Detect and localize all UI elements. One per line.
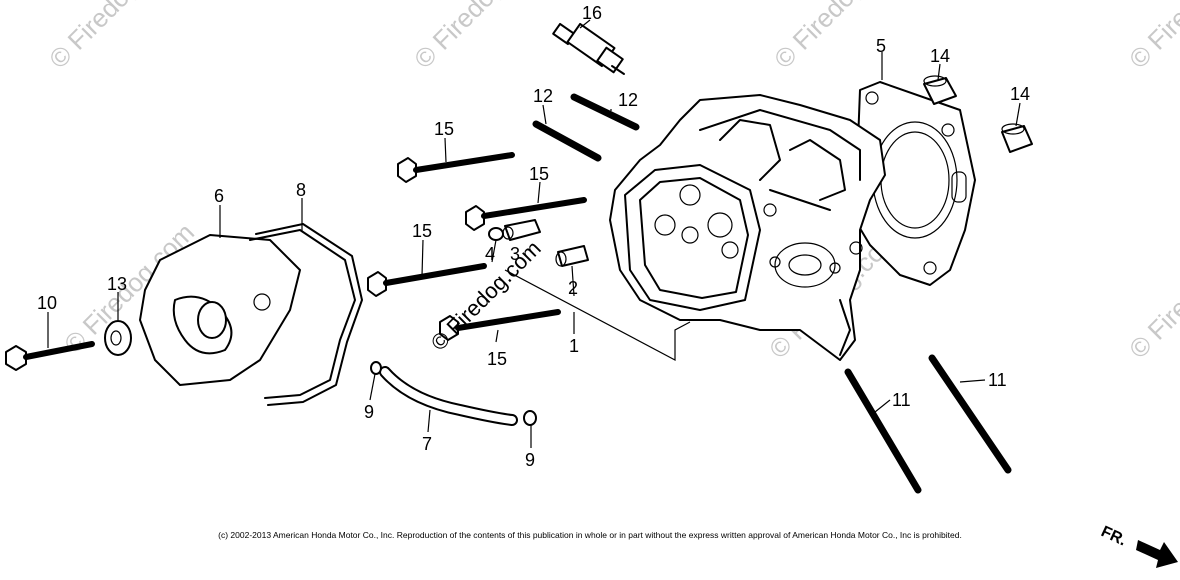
studs-12 [532,93,640,162]
callout-11: 11 [988,370,1007,390]
callout-14: 14 [1010,84,1030,104]
callout-2: 2 [568,278,578,298]
washer [104,320,132,356]
callout-4: 4 [485,244,495,264]
callout-15: 15 [529,164,549,184]
head-gasket [854,81,976,286]
callout-14: 14 [930,46,950,66]
cover-bolt [5,341,95,371]
callouts: 16 5 14 14 12 12 15 15 15 15 6 8 4 3 2 1… [37,3,1030,470]
breather-tube [370,361,537,426]
callout-11: 11 [892,390,911,410]
studs-11 [844,354,1012,494]
leader-lines [47,19,1021,448]
callout-5: 5 [876,36,886,56]
valve-cover [139,234,301,386]
watermark: © Firedog.com [43,0,185,74]
copyright-notice: (c) 2002-2013 American Honda Motor Co., … [218,530,962,540]
head-bolts [367,152,587,341]
callout-15: 15 [434,119,454,139]
watermark: © Firedog.com [1123,222,1180,364]
dowel-and-guides [488,219,691,361]
callout-8: 8 [296,180,306,200]
callout-9: 9 [525,450,535,470]
cylinder-head [609,94,886,361]
callout-3: 3 [510,244,520,264]
callout-12: 12 [618,90,638,110]
callout-10: 10 [37,293,57,313]
watermark: © Firedog.com [408,0,550,74]
watermark: © Firedog.com [1123,0,1180,74]
callout-16: 16 [582,3,602,23]
callout-6: 6 [214,186,224,206]
front-arrow-icon [1136,540,1178,568]
callout-12: 12 [533,86,553,106]
valve-cover-gasket [249,223,363,406]
spark-plug [552,22,625,75]
watermark: © Firedog.com [768,0,910,74]
callout-9: 9 [364,402,374,422]
callout-15: 15 [412,221,432,241]
callout-7: 7 [422,434,432,454]
callout-13: 13 [107,274,127,294]
callout-15: 15 [487,349,507,369]
callout-1: 1 [569,336,579,356]
dowel-pins [923,75,1033,153]
